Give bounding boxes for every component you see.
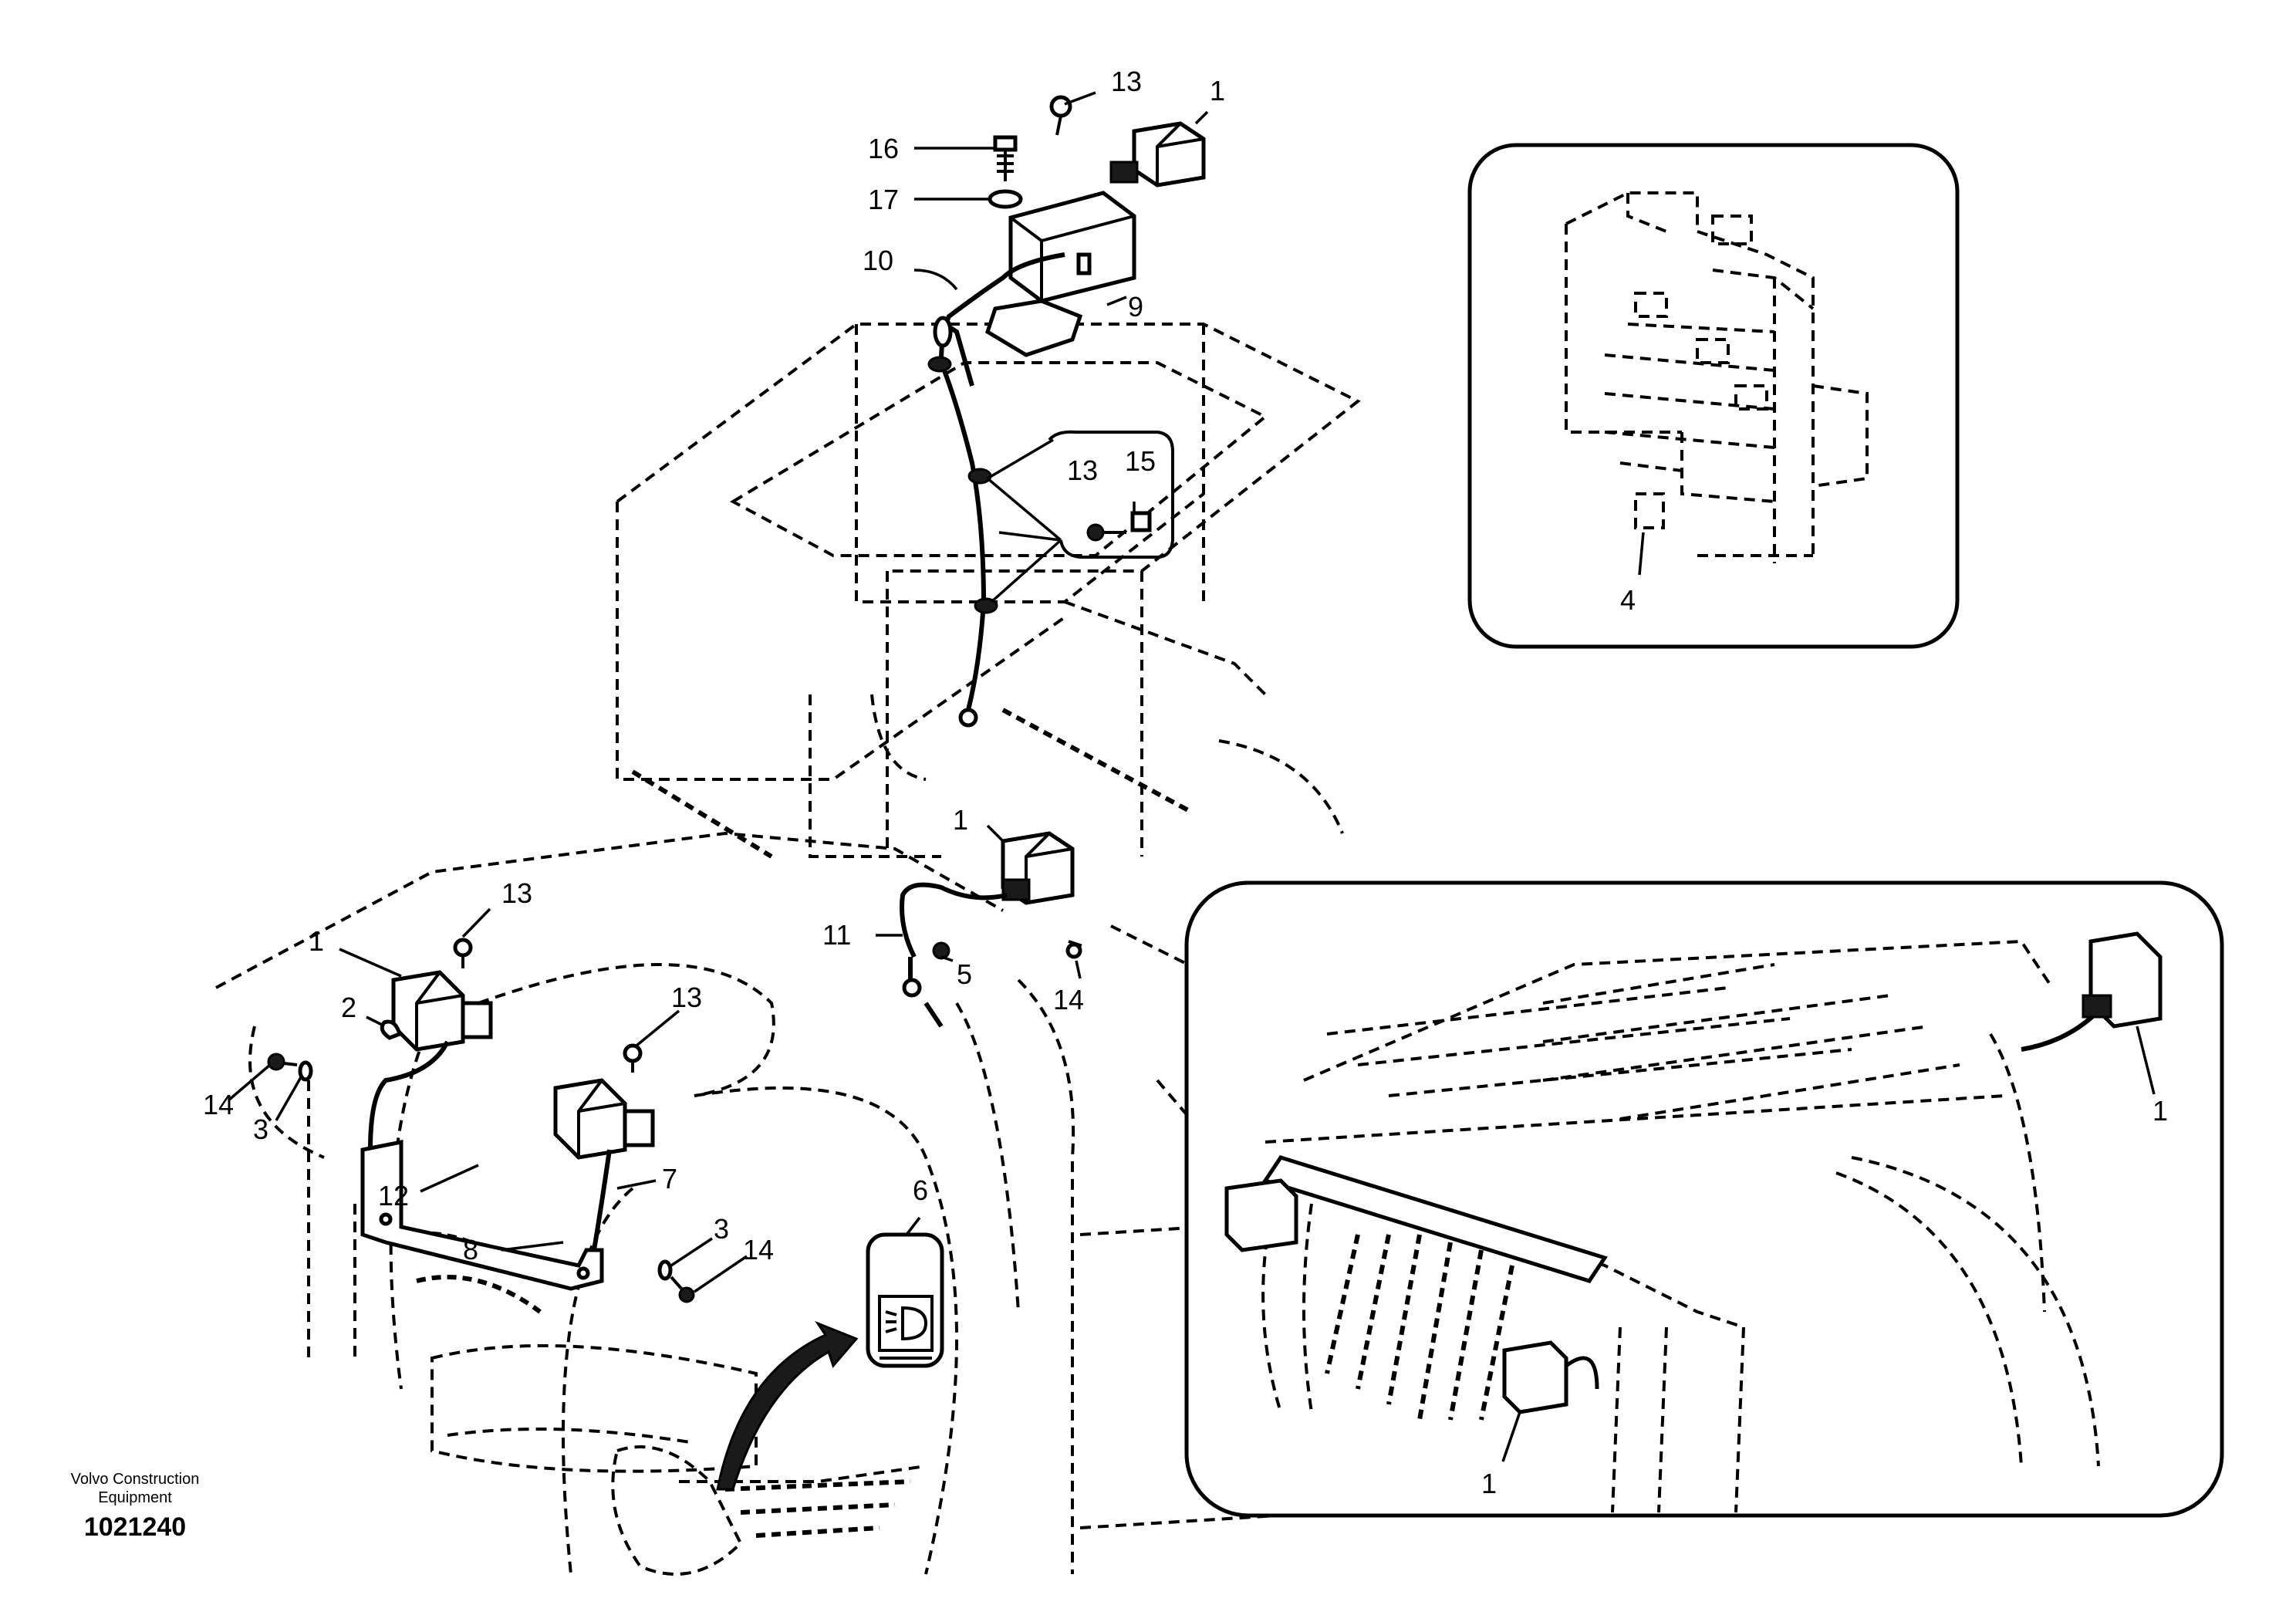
callout-1: 1 xyxy=(1481,1468,1497,1499)
screw xyxy=(678,1286,695,1303)
company-credit: Volvo Construction Equipment xyxy=(70,1471,200,1506)
washer xyxy=(298,1060,313,1082)
callout-9: 9 xyxy=(1128,291,1143,323)
light-mount xyxy=(623,1109,655,1147)
callout-13: 13 xyxy=(1067,454,1098,486)
callout-3: 3 xyxy=(253,1113,268,1145)
callout-1: 1 xyxy=(1210,75,1225,106)
bolt-thread xyxy=(997,150,1014,181)
switch-face xyxy=(878,1295,934,1352)
light-connector xyxy=(1109,161,1139,184)
inset-frame xyxy=(1184,880,2224,1518)
washer xyxy=(657,1259,673,1281)
ring-terminal xyxy=(958,708,978,728)
work-light xyxy=(1224,1178,1298,1252)
light-bar xyxy=(1262,1155,1608,1283)
bulb xyxy=(380,1019,403,1040)
callout-5: 5 xyxy=(957,958,972,990)
cable-clip xyxy=(967,468,992,485)
callout-4: 4 xyxy=(1620,584,1636,616)
screw-detail xyxy=(1086,523,1105,542)
callout-15: 15 xyxy=(1125,445,1156,477)
arrow xyxy=(716,1320,859,1491)
screw xyxy=(267,1053,285,1071)
work-light xyxy=(553,1078,627,1160)
nut-detail xyxy=(1130,511,1152,532)
mid-light-assembly xyxy=(900,831,1082,1028)
callout-2: 2 xyxy=(341,992,356,1023)
harness-cable xyxy=(900,882,1008,958)
screw xyxy=(1049,95,1072,118)
inset-frame xyxy=(1467,143,1960,649)
work-light xyxy=(391,970,465,1052)
callout-13: 13 xyxy=(671,982,702,1013)
work-light xyxy=(1502,1340,1568,1414)
bracket-foot xyxy=(984,299,1083,357)
cable-clip xyxy=(927,356,952,373)
beacon-mount-assembly xyxy=(927,95,1206,728)
fuse-box-inset xyxy=(1467,143,1960,649)
bracket-box xyxy=(1008,191,1136,303)
callout-7: 7 xyxy=(662,1163,677,1195)
callout-14: 14 xyxy=(203,1089,234,1120)
callout-6: 6 xyxy=(913,1174,928,1206)
callout-16: 16 xyxy=(868,133,899,164)
callout-13: 13 xyxy=(1111,66,1142,97)
callout-17: 17 xyxy=(868,184,899,215)
callout-11: 11 xyxy=(822,919,851,951)
callout-13: 13 xyxy=(501,877,532,909)
cab-outline xyxy=(215,323,1361,1576)
callout-labels: 13 1 16 17 10 9 13 15 4 1 11 5 14 13 1 2… xyxy=(203,66,2168,1499)
callout-8: 8 xyxy=(463,1234,478,1265)
light-mount xyxy=(461,1001,493,1039)
bolt-head xyxy=(993,135,1018,152)
callout-14: 14 xyxy=(743,1234,774,1265)
left-light-assembly xyxy=(267,938,695,1303)
light-bracket xyxy=(360,1139,604,1291)
spare-fuse xyxy=(1634,492,1665,529)
callout-12: 12 xyxy=(378,1180,409,1211)
light-switch xyxy=(716,1232,944,1491)
work-light xyxy=(1132,121,1206,188)
screw xyxy=(1065,942,1082,959)
callout-1: 1 xyxy=(953,804,968,836)
cable-clip xyxy=(974,597,998,614)
callout-1: 1 xyxy=(2152,1095,2168,1127)
screw xyxy=(623,1043,643,1063)
screw xyxy=(453,938,473,958)
document-number: 1021240 xyxy=(83,1512,187,1542)
grommet xyxy=(933,316,953,348)
roof-light-inset xyxy=(1184,880,2224,1518)
callout-3: 3 xyxy=(714,1213,729,1245)
ring-terminal xyxy=(902,978,922,998)
callout-14: 14 xyxy=(1053,984,1084,1015)
leader-lines xyxy=(227,91,2156,1462)
callout-10: 10 xyxy=(863,245,893,276)
bracket-clip xyxy=(1076,252,1092,275)
headlight-icon xyxy=(901,1306,928,1341)
callout-1: 1 xyxy=(309,925,324,957)
washer xyxy=(988,189,1023,209)
grommet xyxy=(932,941,950,960)
light-connector xyxy=(1001,878,1031,901)
